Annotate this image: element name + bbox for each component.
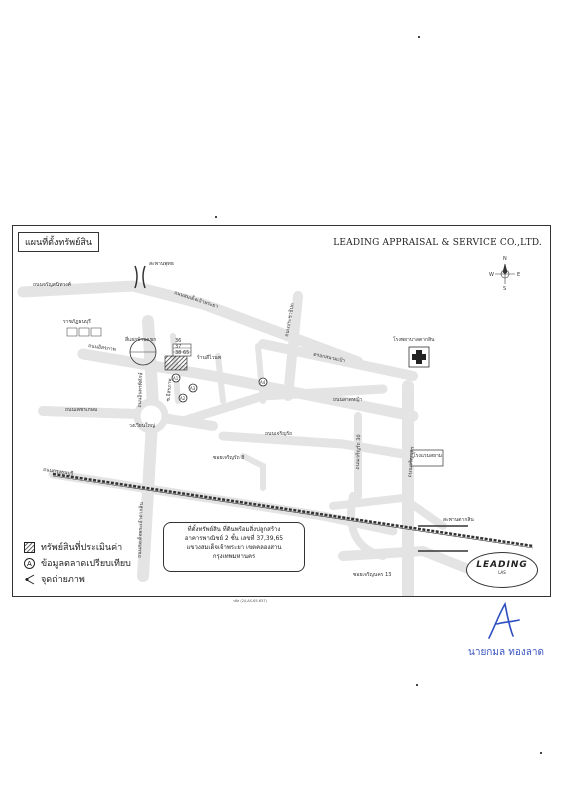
road-loop — [347, 492, 387, 560]
road-charansanitwong — [17, 280, 364, 368]
road-krungthon-b — [329, 493, 447, 530]
circled-a-icon: A — [23, 557, 35, 569]
legend-row: A ข้อมูลตลาดเปรียบเทียบ — [23, 555, 131, 571]
road-label: ซอยเจริญรัถ 8 — [213, 455, 245, 461]
road-soi-3 — [255, 343, 266, 404]
university-building-icon — [66, 327, 102, 337]
landmark-label: ราชภัฏธนบุรี — [63, 319, 91, 325]
location-map: แผนที่ตั้งทรัพย์สิน LEADING APPRAISAL & … — [12, 225, 551, 597]
legend-label: ทรัพย์สินที่ประเมินค่า — [41, 543, 123, 553]
info-line: อาคารพาณิชย์ 2 ชั้น เลขที่ 37,39,65 — [184, 535, 284, 542]
road-isaraphap — [77, 348, 419, 422]
road-charoenrat — [218, 431, 408, 459]
compass-w: W — [489, 272, 494, 278]
scan-speck — [418, 36, 420, 38]
compass-s: S — [503, 286, 507, 292]
bridge-taksin-symbol — [418, 525, 468, 552]
house-number: 38 — [175, 350, 182, 356]
road-label: สะพานพุทธ — [149, 261, 174, 267]
hatched-square-icon — [23, 541, 35, 553]
road-label: ถนนอินทรพิทักษ์ — [136, 372, 145, 408]
comparable-a2 — [178, 393, 188, 403]
svg-text:A: A — [27, 560, 32, 568]
comparable-a3 — [188, 383, 198, 393]
road-label: ถนนเพชรเกษม — [65, 407, 98, 413]
road-label: ถนนเจริญรัถ — [265, 431, 293, 437]
scan-speck — [416, 684, 418, 686]
house-number: 37 — [175, 344, 182, 350]
hospital-cross-icon — [408, 346, 430, 368]
road-network — [17, 263, 534, 596]
map-legend: ทรัพย์สินที่ประเมินค่า A ข้อมูลตลาดเปรีย… — [23, 539, 131, 587]
legend-row: จุดถ่ายภาพ — [23, 571, 131, 587]
comparable-a4 — [258, 377, 268, 387]
comparable-label: A1 — [173, 376, 179, 381]
reference-code: รหัส (2/LAS-65-637) — [233, 599, 267, 603]
info-line: กรุงเทพมหานคร — [212, 553, 256, 560]
info-line: ที่ตั้งทรัพย์สิน ที่ดินพร้อมสิ่งปลูกสร้า… — [187, 526, 281, 533]
landmark-label: ร้านสีไวนพ — [197, 355, 221, 361]
scan-speck — [540, 752, 542, 754]
hotel-box — [410, 449, 444, 467]
company-logo: LEADING LAS — [466, 552, 538, 588]
signature — [488, 601, 520, 639]
road-label: ถนนลาดหญ้า — [333, 397, 363, 403]
road-label: ถนนเจริญรัถ 30 — [354, 434, 363, 470]
bridge-phut-symbol — [134, 265, 146, 289]
comparable-a1 — [171, 373, 181, 383]
property-info-box: ที่ตั้งทรัพย์สิน ที่ดินพร้อมสิ่งปลูกสร้า… — [163, 522, 305, 572]
logo-text: LEADING — [476, 560, 528, 570]
road-label: สะพานตากสิน — [443, 517, 474, 523]
scan-speck — [215, 216, 217, 218]
house-number: 65 — [183, 350, 190, 356]
road-prachathipok — [283, 291, 303, 401]
compass-icon — [495, 263, 515, 284]
house-number: 36 — [175, 338, 182, 344]
info-line: แขวงสมเด็จเจ้าพระยา เขตคลองสาน — [186, 544, 282, 551]
compass-e: E — [517, 272, 521, 278]
road-label: ถนนจรัญสนิทวงศ์ — [33, 282, 71, 288]
wongwian-yai-roundabout — [133, 398, 169, 434]
landmark-label: สี่แยกบ้านแขก — [125, 337, 157, 343]
comparable-label: A4 — [260, 380, 266, 385]
comparable-label: A3 — [190, 386, 196, 391]
signer-name: นายกมล ทองลาด — [468, 647, 544, 658]
landmark-label: โรงแรมสยาม — [413, 453, 443, 459]
map-title: แผนที่ตั้งทรัพย์สิน — [18, 232, 100, 252]
subject-property — [164, 355, 188, 371]
comparable-label: A2 — [180, 396, 186, 401]
camera-angle-icon — [23, 573, 35, 585]
legend-row: ทรัพย์สินที่ประเมินค่า — [23, 539, 131, 555]
logo-subtext: LAS — [498, 570, 506, 575]
legend-label: ข้อมูลตลาดเปรียบเทียบ — [41, 559, 131, 569]
road-label: ซอยเจริญนคร 13 — [353, 572, 392, 578]
road-soi-8 — [240, 453, 266, 491]
landmark-label: โรงพยาบาลตากสิน — [393, 337, 435, 343]
company-name: LEADING APPRAISAL & SERVICE CO.,LTD. — [333, 238, 542, 248]
road-soi-2 — [215, 353, 226, 404]
compass-n: N — [503, 256, 507, 262]
road-label: วงเวียนใหญ่ — [129, 423, 156, 429]
legend-label: จุดถ่ายภาพ — [41, 575, 85, 585]
